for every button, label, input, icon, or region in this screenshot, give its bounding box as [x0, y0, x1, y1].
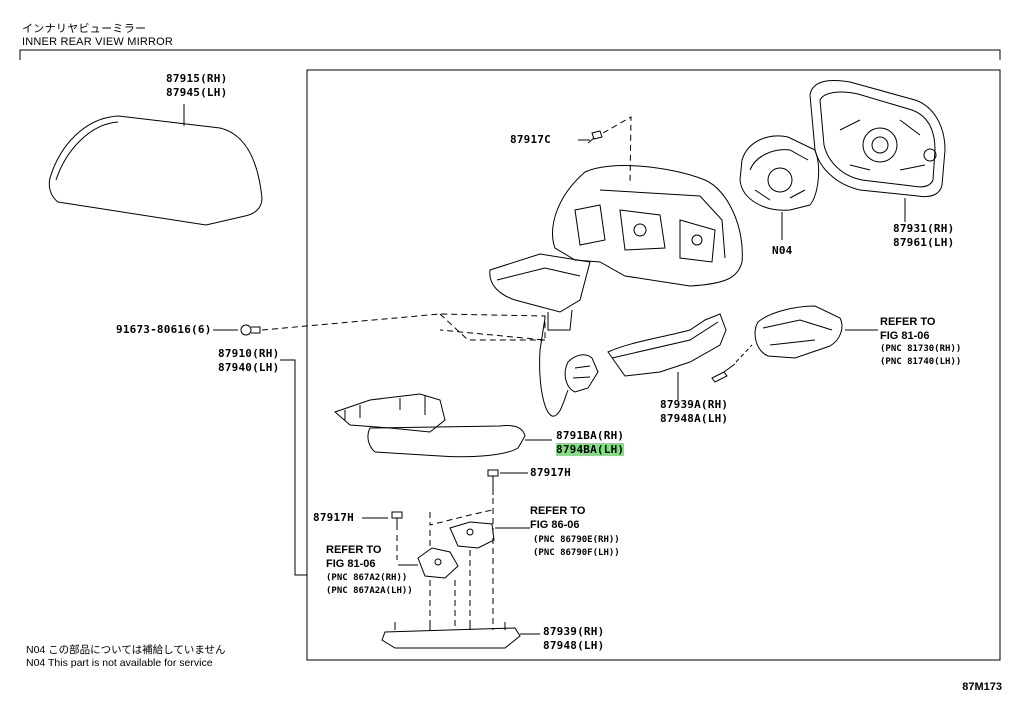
base-plate-drawing	[381, 620, 540, 649]
dash-91673	[261, 313, 546, 341]
screw-87917H-right-drawing	[487, 469, 528, 495]
label-87917H-right: 87917H	[530, 466, 571, 479]
pnc-81-06-low: (PNC 867A2(RH))(PNC 867A2A(LH))	[326, 573, 413, 596]
dash-91673-b	[439, 313, 545, 341]
mirror-cover-drawing	[48, 104, 263, 226]
label-87917H-left: 87917H	[313, 511, 354, 524]
turn-lamp-drawing	[754, 305, 878, 359]
pnc-81-06-top: (PNC 81730(RH))(PNC 81740(LH))	[880, 344, 962, 367]
label-87939: 87939(RH)87948(LH)	[543, 625, 605, 652]
label-87917C: 87917C	[510, 133, 551, 146]
side-lamp-drawing	[334, 393, 552, 458]
dash-87917C	[602, 116, 632, 186]
header-title-en: INNER REAR VIEW MIRROR	[22, 36, 174, 48]
label-8794BA-highlighted[interactable]: 8794BA(LH)	[556, 443, 625, 456]
screw-lamp	[723, 363, 736, 373]
lower-cover-87939A-drawing	[607, 313, 727, 400]
bolt-91673-drawing	[213, 324, 261, 336]
screw-87917C-drawing	[578, 130, 603, 144]
screw-87917H-left-drawing	[362, 511, 403, 530]
pnc-86-06: (PNC 86790E(RH))(PNC 86790F(LH))	[533, 535, 620, 558]
label-87915: 87915(RH)87945(LH)	[166, 72, 228, 99]
label-87939A: 87939A(RH)87948A(LH)	[660, 398, 729, 425]
mirror-body-drawing	[489, 165, 743, 417]
dash-lamp	[735, 344, 753, 363]
note-en: N04 This part is not available for servi…	[26, 657, 213, 669]
mirror-glass-drawing	[809, 80, 946, 222]
header-bracket	[19, 49, 1001, 60]
label-87931: 87931(RH)87961(LH)	[893, 222, 955, 249]
refer-fig-86-06: REFER TO FIG 86-06	[530, 505, 586, 531]
leader-87910	[280, 359, 307, 576]
bracket-upper-drawing	[449, 521, 530, 549]
refer-fig-81-06-top: REFER TO FIG 81-06	[880, 316, 936, 342]
label-91673: 91673-80616(6)	[116, 323, 212, 336]
assembly-frame	[306, 69, 1001, 661]
figure-id: 87M173	[962, 681, 1002, 693]
refer-fig-81-06-low: REFER TO FIG 81-06	[326, 544, 382, 570]
label-8791BA: 8791BA(RH) 8794BA(LH)	[556, 429, 625, 456]
actuator-N04-drawing	[739, 135, 820, 240]
label-N04: N04	[772, 244, 793, 257]
header-title-jp: インナリヤビューミラー	[22, 23, 147, 35]
bracket-lower-drawing	[398, 547, 459, 579]
dash-bracket	[429, 530, 471, 630]
label-87910: 87910(RH)87940(LH)	[218, 347, 280, 374]
note-jp: N04 この部品については補給していません	[26, 644, 226, 656]
